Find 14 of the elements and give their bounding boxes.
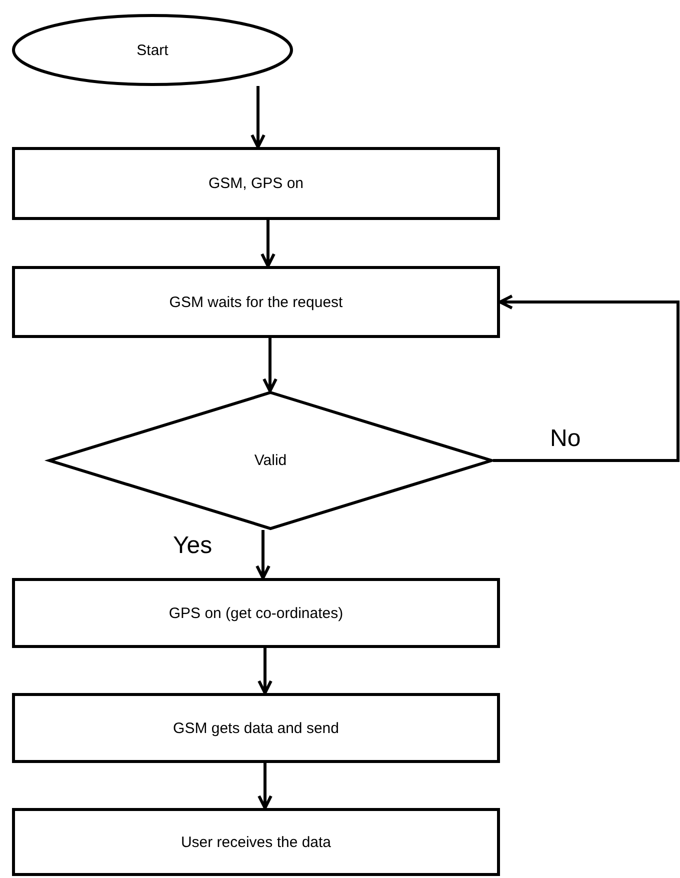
node-label: Start bbox=[136, 42, 168, 58]
node-label: GSM gets data and send bbox=[173, 720, 339, 736]
arrow bbox=[258, 648, 272, 694]
arrow bbox=[262, 338, 278, 392]
arrow bbox=[260, 220, 276, 268]
arrow bbox=[493, 294, 680, 462]
node-label: GSM, GPS on bbox=[208, 175, 304, 192]
node-label: GSM waits for the request bbox=[169, 294, 343, 310]
node-label: Valid bbox=[254, 452, 287, 469]
arrow bbox=[256, 530, 270, 580]
arrow bbox=[250, 86, 266, 148]
node-label: User receives the data bbox=[180, 834, 332, 850]
arrow bbox=[258, 763, 272, 810]
node-label: GPS on (get co-ordinates) bbox=[168, 604, 344, 622]
